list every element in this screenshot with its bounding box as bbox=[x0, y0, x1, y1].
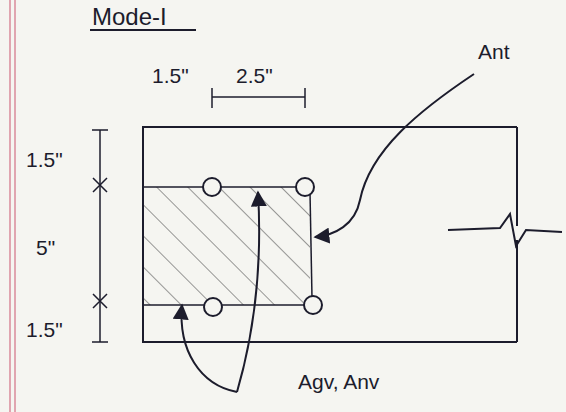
dimension-tick bbox=[304, 88, 306, 108]
dimension-text: 1.5" bbox=[152, 64, 189, 87]
dimension-text: 5" bbox=[36, 236, 55, 259]
dimension-tick bbox=[211, 88, 213, 108]
bolt-hole bbox=[203, 178, 221, 196]
dimension-line bbox=[99, 130, 101, 342]
bolt-hole bbox=[296, 178, 314, 196]
title: Mode-I bbox=[92, 4, 167, 30]
hatched-region bbox=[143, 187, 310, 305]
leader-arrow bbox=[237, 192, 259, 392]
margin-line bbox=[14, 0, 16, 412]
dimension-line bbox=[212, 96, 305, 98]
bolt-hole bbox=[204, 298, 222, 316]
bolt-hole bbox=[304, 296, 322, 314]
leader-arrow bbox=[182, 305, 237, 392]
dimension-text: 1.5" bbox=[26, 148, 63, 171]
shear-path bbox=[143, 186, 305, 188]
dimension-text: 1.5" bbox=[26, 318, 63, 341]
margin-line bbox=[9, 0, 11, 412]
dimension-text: 2.5" bbox=[236, 64, 273, 87]
shear-path bbox=[143, 304, 313, 306]
plate-edge bbox=[516, 127, 518, 342]
break-symbol bbox=[448, 214, 562, 246]
dimension-tick bbox=[92, 130, 108, 342]
area-label: Agv, Anv bbox=[298, 370, 379, 393]
leader-arrow bbox=[315, 74, 474, 237]
area-label: Ant bbox=[478, 40, 510, 63]
tension-path bbox=[310, 192, 312, 298]
